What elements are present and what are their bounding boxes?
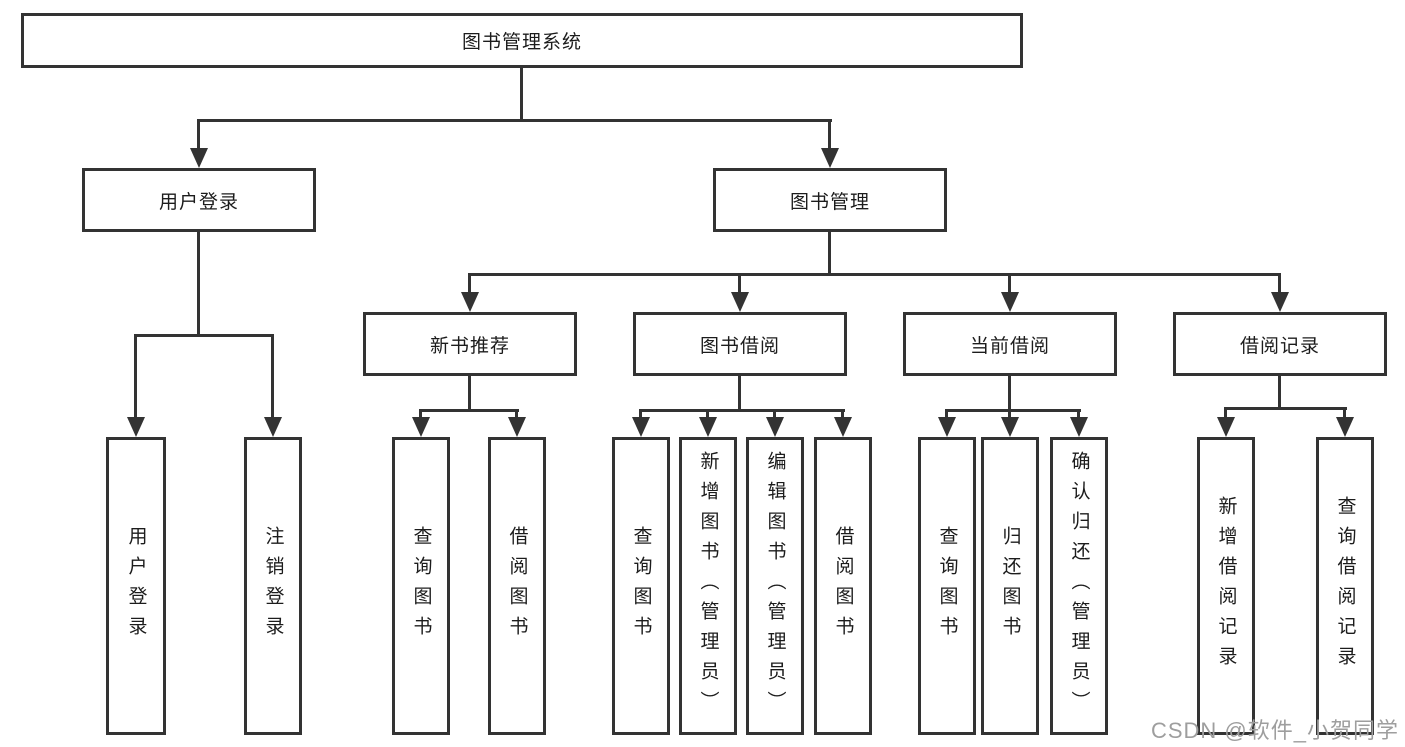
leaf-query-books-borrow: 查询图书 <box>612 437 670 735</box>
connector-stem-borrow-records <box>1278 273 1281 294</box>
connector-stem-leaf <box>1008 409 1011 419</box>
connector-stem-leaf <box>639 409 642 419</box>
arrow-down-icon <box>766 417 784 437</box>
connector-stem-leaf <box>134 334 137 419</box>
arrow-down-icon <box>1001 292 1019 312</box>
arrow-down-icon <box>1271 292 1289 312</box>
arrow-down-icon <box>1070 417 1088 437</box>
connector-stem-book-management <box>828 119 831 150</box>
connector-group-bar <box>419 409 519 412</box>
arrow-down-icon <box>461 292 479 312</box>
leaf-label: 查询借阅记录 <box>1334 496 1356 676</box>
connector-stem-leaf <box>841 409 844 419</box>
arrow-down-icon <box>508 417 526 437</box>
arrow-down-icon <box>412 417 430 437</box>
connector-book-management-stem <box>828 232 831 273</box>
node-book-borrow: 图书借阅 <box>633 312 847 376</box>
connector-group-stem <box>1008 376 1011 409</box>
node-current-borrow: 当前借阅 <box>903 312 1117 376</box>
connector-stem-leaf <box>773 409 776 419</box>
leaf-add-borrow-record: 新增借阅记录 <box>1197 437 1255 735</box>
leaf-label: 新增借阅记录 <box>1215 496 1237 676</box>
leaf-user-login: 用户登录 <box>106 437 166 735</box>
node-label: 新书推荐 <box>429 335 510 357</box>
node-new-book-recommend: 新书推荐 <box>363 312 577 376</box>
leaf-label: 注销登录 <box>262 526 284 646</box>
arrow-down-icon <box>264 417 282 437</box>
arrow-down-icon <box>1336 417 1354 437</box>
arrow-down-icon <box>731 292 749 312</box>
connector-group-stem <box>738 376 741 409</box>
node-label: 图书借阅 <box>699 335 780 357</box>
node-library-management-system: 图书管理系统 <box>21 13 1023 68</box>
leaf-label: 用户登录 <box>125 526 147 646</box>
csdn-watermark: CSDN @软件_小贺同学 <box>1150 718 1399 743</box>
arrow-down-icon <box>834 417 852 437</box>
leaf-label: 借阅图书 <box>506 526 528 646</box>
leaf-query-books-current: 查询图书 <box>918 437 976 735</box>
leaf-label: 借阅图书 <box>832 526 854 646</box>
node-book-management: 图书管理 <box>713 168 947 232</box>
leaf-label: 查询图书 <box>410 526 432 646</box>
connector-stem-user-login <box>197 119 200 150</box>
arrow-down-icon <box>821 148 839 168</box>
leaf-logout: 注销登录 <box>244 437 302 735</box>
connector-stem-new-book <box>468 273 471 294</box>
leaf-label: 编辑图书（管理员） <box>764 451 786 721</box>
leaf-label: 新增图书（管理员） <box>697 451 719 721</box>
arrow-down-icon <box>190 148 208 168</box>
connector-stem-leaf <box>1343 407 1346 419</box>
leaf-query-books-recommend: 查询图书 <box>392 437 450 735</box>
connector-stem-leaf <box>1224 407 1227 419</box>
leaf-return-book: 归还图书 <box>981 437 1039 735</box>
connector-root-stem <box>520 68 523 119</box>
arrow-down-icon <box>699 417 717 437</box>
node-borrow-records: 借阅记录 <box>1173 312 1387 376</box>
arrow-down-icon <box>1217 417 1235 437</box>
connector-stem-leaf <box>706 409 709 419</box>
leaf-edit-book-admin: 编辑图书（管理员） <box>746 437 804 735</box>
node-label: 当前借阅 <box>969 335 1050 357</box>
leaf-borrow-books: 借阅图书 <box>814 437 872 735</box>
connector-group-bar <box>945 409 1081 412</box>
arrow-down-icon <box>632 417 650 437</box>
connector-user-login-bar <box>134 334 274 337</box>
arrow-down-icon <box>127 417 145 437</box>
leaf-label: 查询图书 <box>936 526 958 646</box>
arrow-down-icon <box>1001 417 1019 437</box>
connector-group-bar <box>639 409 845 412</box>
connector-level3-bar <box>468 273 1281 276</box>
leaf-query-borrow-record: 查询借阅记录 <box>1316 437 1374 735</box>
arrow-down-icon <box>938 417 956 437</box>
connector-stem-leaf <box>271 334 274 419</box>
leaf-label: 查询图书 <box>630 526 652 646</box>
connector-stem-current-borrow <box>1008 273 1011 294</box>
connector-stem-leaf <box>945 409 948 419</box>
leaf-confirm-return-admin: 确认归还（管理员） <box>1050 437 1108 735</box>
connector-user-login-stem <box>197 232 200 334</box>
connector-level2-bar <box>197 119 832 122</box>
connector-group-stem <box>1278 376 1281 407</box>
connector-stem-leaf <box>419 409 422 419</box>
connector-stem-book-borrow <box>738 273 741 294</box>
node-label: 图书管理系统 <box>461 32 582 53</box>
leaf-borrow-books-recommend: 借阅图书 <box>488 437 546 735</box>
leaf-add-book-admin: 新增图书（管理员） <box>679 437 737 735</box>
leaf-label: 归还图书 <box>999 526 1021 646</box>
node-user-login: 用户登录 <box>82 168 316 232</box>
node-label: 借阅记录 <box>1239 335 1320 357</box>
connector-group-stem <box>468 376 471 409</box>
node-label: 用户登录 <box>158 191 239 213</box>
node-label: 图书管理 <box>789 191 870 213</box>
connector-stem-leaf <box>1077 409 1080 419</box>
leaf-label: 确认归还（管理员） <box>1068 451 1090 721</box>
connector-group-bar <box>1224 407 1347 410</box>
connector-stem-leaf <box>515 409 518 419</box>
